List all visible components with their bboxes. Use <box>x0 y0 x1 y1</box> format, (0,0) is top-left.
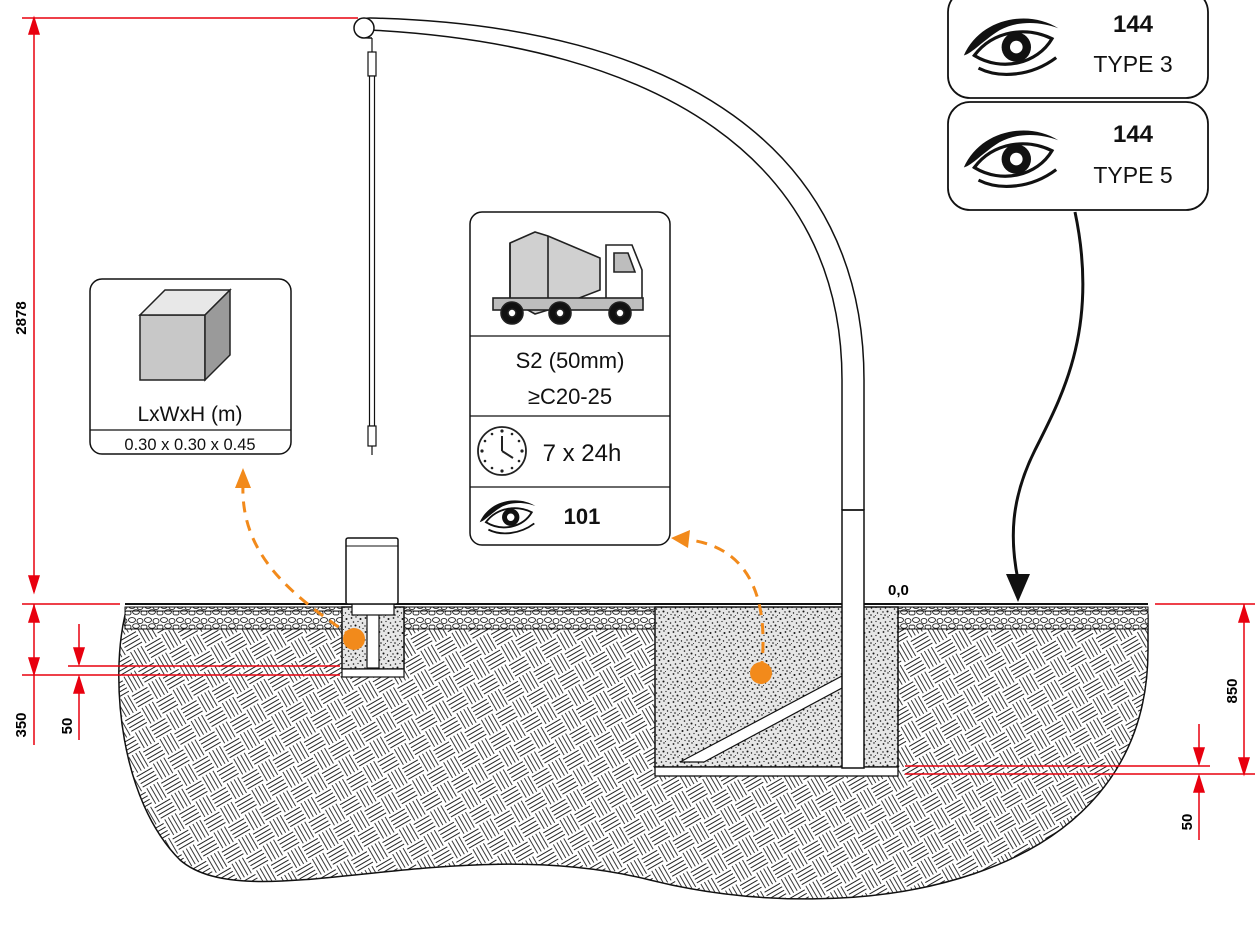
reference-1-number: 144 <box>1113 11 1154 38</box>
reference-2-number: 144 <box>1113 121 1154 148</box>
concrete-spec-box: S2 (50mm) ≥C20-25 7 x 24h 101 <box>469 211 671 546</box>
ground-section <box>118 603 1149 900</box>
base-gravel-label: 50 <box>59 718 76 735</box>
base-dim-label: LxWxH (m) <box>138 403 243 426</box>
base-marker-dot <box>343 628 365 650</box>
base-dimension-box: LxWxH (m) 0.30 x 0.30 x 0.45 <box>89 278 292 455</box>
reference-box-2: 144 TYPE 5 <box>947 101 1209 211</box>
base-depth-label: 350 <box>13 712 30 737</box>
gravel-layer <box>124 606 1149 630</box>
hanging-rod <box>367 38 377 455</box>
curing-time: 7 x 24h <box>543 440 622 467</box>
concrete-strength: ≥C20-25 <box>528 384 612 409</box>
reference-1-type: TYPE 3 <box>1093 51 1172 77</box>
total-height-label: 2878 <box>13 301 30 334</box>
dimension-lines <box>22 15 1255 840</box>
foundation-depth-label: 850 <box>1224 678 1241 703</box>
concrete-mixer-truck-icon <box>492 231 644 325</box>
main-foundation <box>654 509 899 777</box>
foundation-marker-dot <box>750 662 772 684</box>
origin-label: 0,0 <box>888 582 909 599</box>
pole-foot <box>841 509 865 769</box>
concrete-reference: 101 <box>564 504 601 529</box>
concrete-consistency: S2 (50mm) <box>516 348 625 373</box>
eye-icon <box>963 18 1059 76</box>
small-base-gravel <box>341 668 405 678</box>
cube-icon <box>138 288 232 382</box>
base-dim-value: 0.30 x 0.30 x 0.45 <box>124 436 255 454</box>
foundation-gravel <box>654 766 899 777</box>
reference-2-type: TYPE 5 <box>1093 162 1172 188</box>
reference-arrow <box>1006 211 1085 602</box>
orange-arrows <box>235 468 772 684</box>
pole <box>353 17 865 511</box>
soil-hatch <box>118 614 1149 900</box>
eye-icon <box>479 500 536 535</box>
clock-icon <box>477 426 527 476</box>
eye-icon <box>963 130 1059 188</box>
reference-box-1: 144 TYPE 3 <box>947 0 1209 99</box>
foundation-gravel-label: 50 <box>1179 814 1196 831</box>
ground-box <box>345 537 399 605</box>
small-base <box>341 537 405 678</box>
small-base-plinth <box>351 603 395 616</box>
